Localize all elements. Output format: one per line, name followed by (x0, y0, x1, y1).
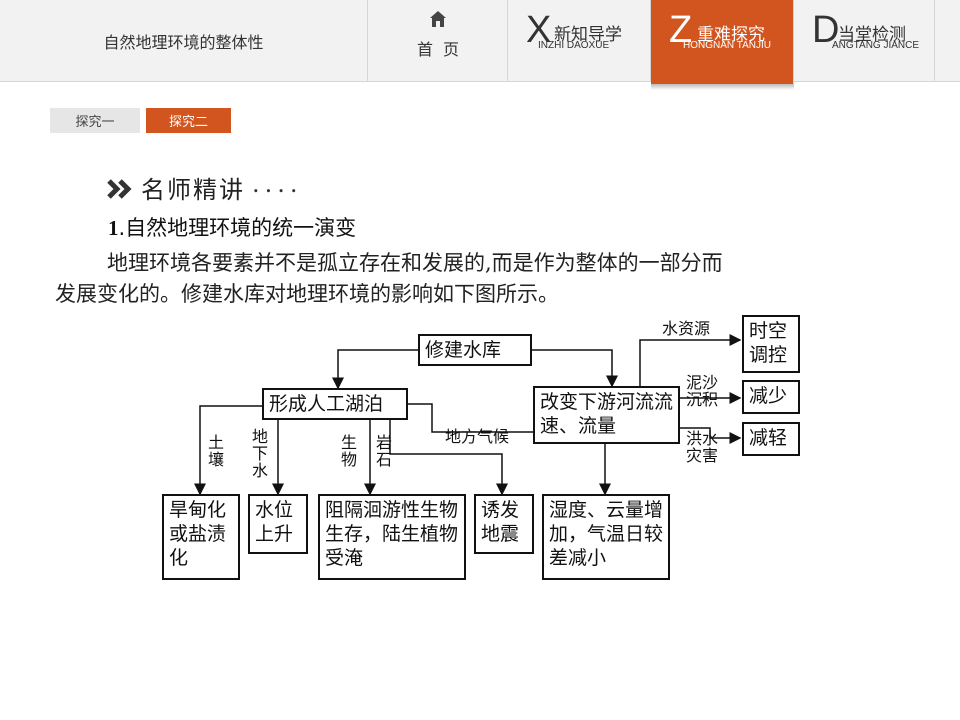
tab-dangtang-jiance[interactable]: D 当堂检测 ANGTANG JIANCE (794, 0, 935, 82)
label-sediment: 泥沙沉积 (686, 373, 719, 409)
box-sediment-reduce: 减少 (742, 380, 800, 414)
home-button[interactable]: 首页 (368, 0, 508, 82)
heading-dots: .... (252, 170, 303, 198)
label-rock: 岩石 (375, 433, 392, 469)
subtab-tanjiu-2[interactable]: 探究二 (146, 108, 231, 133)
tab-letter: Z (669, 9, 693, 51)
tab-zhongnan-tanjiu[interactable]: Z 重难探究 HONGNAN TANJIU (651, 0, 794, 84)
explanation-paragraph: 地理环境各要素并不是孤立存在和发展的,而是作为整体的一部分而 发展变化的。修建水… (55, 248, 915, 310)
paragraph-line: 发展变化的。修建水库对地理环境的影响如下图所示。 (55, 282, 559, 306)
reservoir-impact-diagram: 修建水库 形成人工湖泊 改变下游河流流速、流量 时空调控 减少 减轻 旱甸化或盐… (150, 310, 810, 590)
point-number: 1 (108, 216, 119, 240)
home-icon (430, 11, 446, 27)
tab-label: 重难探究 (697, 25, 765, 45)
subtab-tanjiu-1[interactable]: 探究一 (50, 108, 140, 133)
home-label: 首页 (416, 40, 469, 59)
box-reservoir: 修建水库 (418, 334, 532, 366)
point-heading: 1.自然地理环境的统一演变 (108, 212, 356, 242)
label-local-climate: 地方气候 (445, 427, 510, 446)
box-earthquake: 诱发地震 (474, 494, 534, 554)
tab-subtitle: HONGNAN TANJIU (683, 40, 771, 51)
box-migration: 阻隔洄游性生物生存，陆生植物受淹 (318, 494, 466, 580)
section-heading: 名师精讲 (141, 176, 245, 204)
box-flood-reduce: 减轻 (742, 422, 800, 456)
box-downstream-flow: 改变下游河流流速、流量 (533, 386, 680, 444)
box-salinization: 旱甸化或盐渍化 (162, 494, 240, 580)
tab-subtitle: ANGTANG JIANCE (832, 40, 920, 51)
paragraph-line: 地理环境各要素并不是孤立存在和发展的,而是作为整体的一部分而 (107, 251, 723, 275)
tab-letter: D (812, 9, 840, 51)
tab-label: 当堂检测 (838, 25, 906, 45)
course-title: 自然地理环境的整体性 (0, 0, 368, 82)
tab-label: 新知导学 (554, 25, 622, 45)
tab-letter: X (526, 9, 552, 51)
box-water-regulation: 时空调控 (742, 315, 800, 373)
tab-subtitle: INZHI DAOXUE (538, 40, 610, 51)
diagram-connectors (194, 334, 742, 496)
label-groundwater: 地下水 (251, 427, 268, 480)
label-biology: 生物 (340, 433, 357, 469)
label-water-resource: 水资源 (662, 319, 711, 338)
label-flood: 洪水灾害 (686, 429, 719, 465)
point-title: .自然地理环境的统一演变 (118, 216, 357, 240)
box-climate: 湿度、云量增加，气温日较差减小 (542, 494, 670, 580)
box-artificial-lake: 形成人工湖泊 (262, 388, 408, 420)
label-soil: 土壤 (207, 433, 224, 469)
active-tab-shadow (651, 84, 794, 90)
tab-xinzhi-daoxue[interactable]: X 新知导学 INZHI DAOXUE (508, 0, 651, 82)
double-chevron-icon (107, 179, 132, 199)
box-water-table: 水位上升 (248, 494, 308, 554)
top-nav-bar: 自然地理环境的整体性 首页 X 新知导学 INZHI DAOXUE Z 重难探究… (0, 0, 960, 84)
